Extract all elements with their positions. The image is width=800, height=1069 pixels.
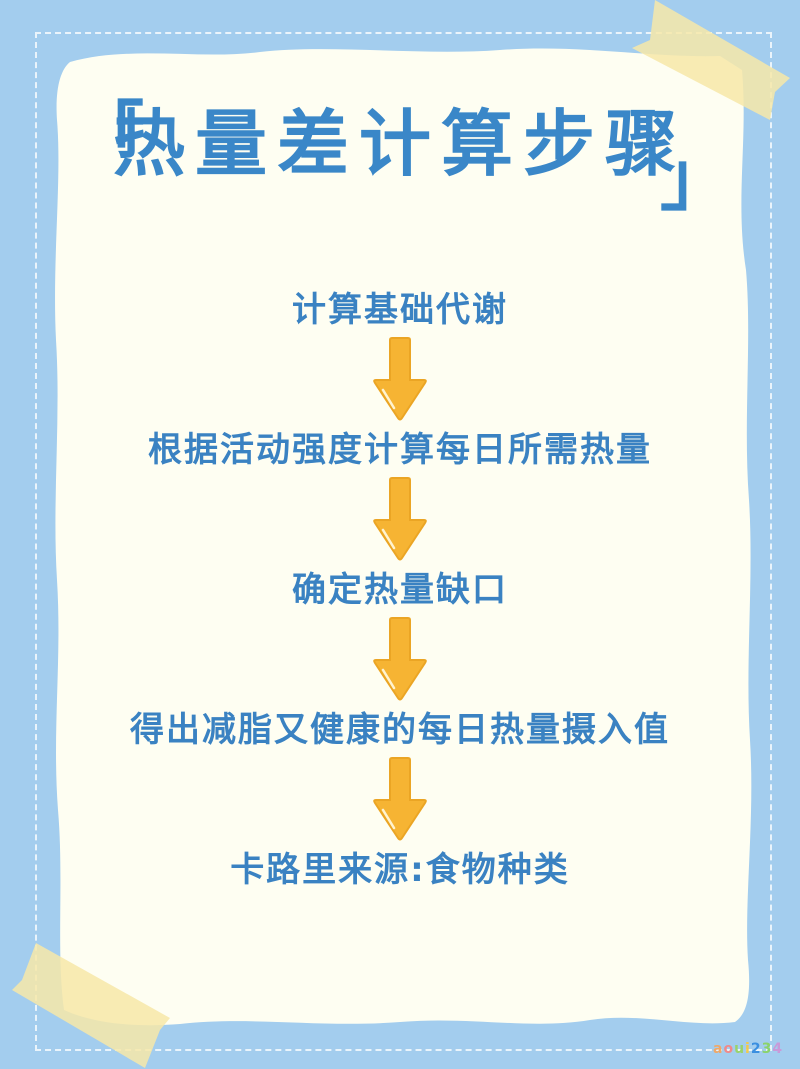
tape-bottom-left bbox=[12, 943, 170, 1068]
step-5: 卡路里来源:食物种类 bbox=[230, 850, 570, 890]
watermark-logo: a o u i 2 3 4 bbox=[713, 1040, 782, 1058]
dashed-border bbox=[35, 32, 772, 1051]
watermark-char: 3 bbox=[761, 1041, 772, 1057]
title-close-bracket: 」 bbox=[660, 136, 733, 220]
watermark-char: 4 bbox=[772, 1041, 783, 1057]
step-1: 计算基础代谢 bbox=[292, 290, 508, 330]
arrow-down-icon bbox=[373, 617, 427, 701]
step-2: 根据活动强度计算每日所需热量 bbox=[148, 430, 652, 470]
title-open-bracket: 「 bbox=[72, 94, 145, 178]
watermark-char: u bbox=[734, 1041, 745, 1057]
watermark-char: a bbox=[713, 1041, 723, 1057]
arrow-down-icon bbox=[373, 757, 427, 841]
arrow-down-icon bbox=[373, 337, 427, 421]
tape-top-right bbox=[632, 0, 790, 120]
arrow-down-icon bbox=[373, 477, 427, 561]
step-3: 确定热量缺口 bbox=[292, 570, 508, 610]
watermark-char: o bbox=[723, 1041, 734, 1057]
step-4: 得出减脂又健康的每日热量摄入值 bbox=[130, 710, 670, 750]
page-title: 热量差计算步骤 bbox=[112, 102, 687, 186]
watermark-char: 2 bbox=[750, 1041, 761, 1057]
watermark-char: i bbox=[745, 1041, 750, 1057]
